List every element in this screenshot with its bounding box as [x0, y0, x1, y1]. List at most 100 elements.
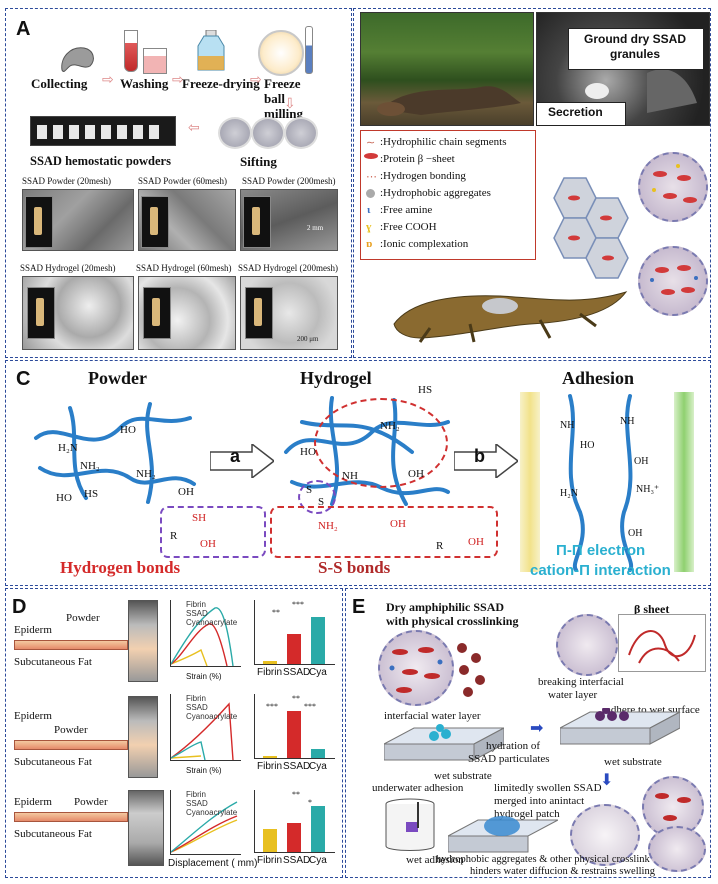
tester-1 — [128, 600, 158, 682]
panel-a — [5, 8, 352, 358]
group-h2n-adhesion: H₂N — [560, 488, 578, 499]
bottom-note-1: hydrophobic aggregates & other physical … — [436, 854, 650, 865]
particle-bottom-right — [648, 826, 706, 872]
legend-item-5: :Free COOH — [380, 221, 437, 233]
bar-1-category-label: SSAD — [283, 667, 311, 678]
surface-right — [674, 392, 694, 572]
hydrogen-bond-box — [160, 506, 266, 558]
powder-label-20: SSAD Powder (20mesh) — [22, 176, 111, 186]
hexagon-network — [534, 170, 646, 282]
wet-substrate-label-1: wet substrate — [434, 770, 492, 782]
powder-label-200: SSAD Powder (200mesh) — [242, 176, 336, 186]
dry-ssad-particle — [378, 630, 454, 706]
ss-bond-box — [270, 506, 498, 558]
arrow-down: ⇩ — [284, 97, 296, 112]
group-nh2-right: NH₂ — [136, 468, 156, 480]
tester-3 — [128, 790, 164, 866]
granules-callout — [568, 28, 704, 70]
bar-1-cya — [311, 616, 325, 664]
bar-3-category-label: Cya — [309, 855, 327, 866]
group-hs: HS — [84, 488, 99, 500]
sig-2a: ** — [292, 694, 300, 703]
arrow-3: ⇨ — [250, 73, 262, 88]
test-tube-icon — [124, 30, 138, 72]
hydrogel-highlight-ellipse — [314, 398, 448, 488]
line-chart-3 — [170, 790, 241, 855]
step-collecting: Collecting — [31, 76, 88, 91]
salamander-icon — [56, 40, 100, 76]
thermometer-icon — [305, 26, 313, 74]
swollen-label-2: merged into anintact — [494, 795, 585, 807]
group-oh-hydrogel: OH — [408, 468, 424, 480]
group-sh-box: SH — [192, 512, 207, 524]
legend-swatch-2: ⋯ — [366, 171, 377, 183]
sig-2b: *** — [266, 702, 278, 711]
vial-image — [25, 196, 53, 248]
group-nh3-adhesion: NH₃⁺ — [636, 484, 660, 495]
skin-sample-2 — [14, 740, 128, 750]
bar-2-fibrin — [263, 756, 277, 758]
dry-title-2: with physical crosslinking — [386, 614, 519, 628]
arrow-a-shape — [209, 442, 276, 480]
product-label: SSAD hemostatic powders — [30, 154, 171, 168]
line-chart-1 — [170, 600, 241, 667]
sem-hydrogel-20 — [22, 276, 134, 350]
bar-1-fibrin — [263, 660, 277, 664]
freeze-dryer-icon — [196, 29, 226, 72]
bar-1-ssad — [287, 633, 301, 664]
sieve-icon-1 — [218, 117, 252, 149]
legend-item-0: :Hydrophilic chain segments — [380, 136, 507, 148]
sem-powder-200: 2 mm — [240, 189, 338, 251]
bar-3-ssad — [287, 823, 301, 852]
wet-substrate-label-2: wet substrate — [604, 756, 662, 768]
bar-1-category-label: Cya — [309, 667, 327, 678]
tester-2 — [128, 696, 158, 778]
group-ho-top: HO — [120, 424, 136, 436]
panel-e — [345, 588, 711, 878]
sig-2c: *** — [304, 702, 316, 711]
group-nh-hydrogel: NH — [342, 470, 358, 482]
legend-fibrin-2: Fibrin — [186, 694, 207, 703]
bar-3-category-label: SSAD — [283, 855, 311, 866]
powder-network — [30, 398, 200, 508]
sieve-icon-2 — [251, 117, 285, 149]
arrow-b-label: b — [474, 446, 485, 466]
group-nh-adhesion-2: NH — [620, 416, 635, 427]
legend-swatch-0: ∼ — [366, 137, 376, 149]
ball-mill-icon — [258, 30, 304, 76]
panel-d — [5, 588, 343, 878]
swollen-label-1: limitedly swollen SSAD — [494, 782, 602, 794]
group-nh2-left: NH₂ — [80, 460, 100, 472]
group-ho-hydrogel: HO — [300, 446, 316, 458]
group-ho-adhesion: HO — [580, 440, 595, 451]
displacement-label: Displacement ( mm) — [168, 858, 258, 869]
cation-pi-label: cation-Π interaction — [530, 562, 671, 579]
step-sifting: Sifting — [240, 154, 277, 169]
bar-2-category-label: Fibrin — [257, 761, 283, 772]
wet-adhesion-label: wet adhesion — [406, 854, 464, 866]
group-oh-adhesion: OH — [634, 456, 649, 467]
group-oh-adhesion-2: OH — [628, 528, 643, 539]
hydrogel-label-20: SSAD Hydrogel (20mesh) — [20, 263, 116, 273]
legend-swatch-4: ɩ — [367, 204, 371, 216]
vial-image — [143, 287, 171, 339]
fat-label-2: Subcutaneous Fat — [14, 756, 92, 768]
surface-left — [520, 392, 540, 572]
powder-label-3: Powder — [74, 796, 108, 808]
secretion-label: Secretion — [548, 105, 603, 119]
legend-swatch-1 — [364, 153, 378, 159]
arrow-back: ⇦ — [188, 121, 200, 136]
hydrogel-label-60: SSAD Hydrogel (60mesh) — [136, 263, 232, 273]
panel-c — [5, 360, 711, 586]
hydrogel-label-200: SSAD Hydrogel (200mesh) — [238, 263, 338, 273]
legend-item-4: :Free amine — [380, 204, 433, 216]
bar-2-category-label: Cya — [309, 761, 327, 772]
sig-1b: *** — [292, 600, 304, 609]
wet-substrate-2 — [559, 706, 681, 752]
panel-c-label: C — [16, 368, 31, 390]
strain-label-2: Strain (%) — [186, 766, 222, 775]
ss-bonds-label: S-S bonds — [318, 558, 391, 577]
legend-item-3: :Hydrophobic aggregates — [380, 187, 491, 199]
legend-swatch-3 — [366, 189, 375, 198]
